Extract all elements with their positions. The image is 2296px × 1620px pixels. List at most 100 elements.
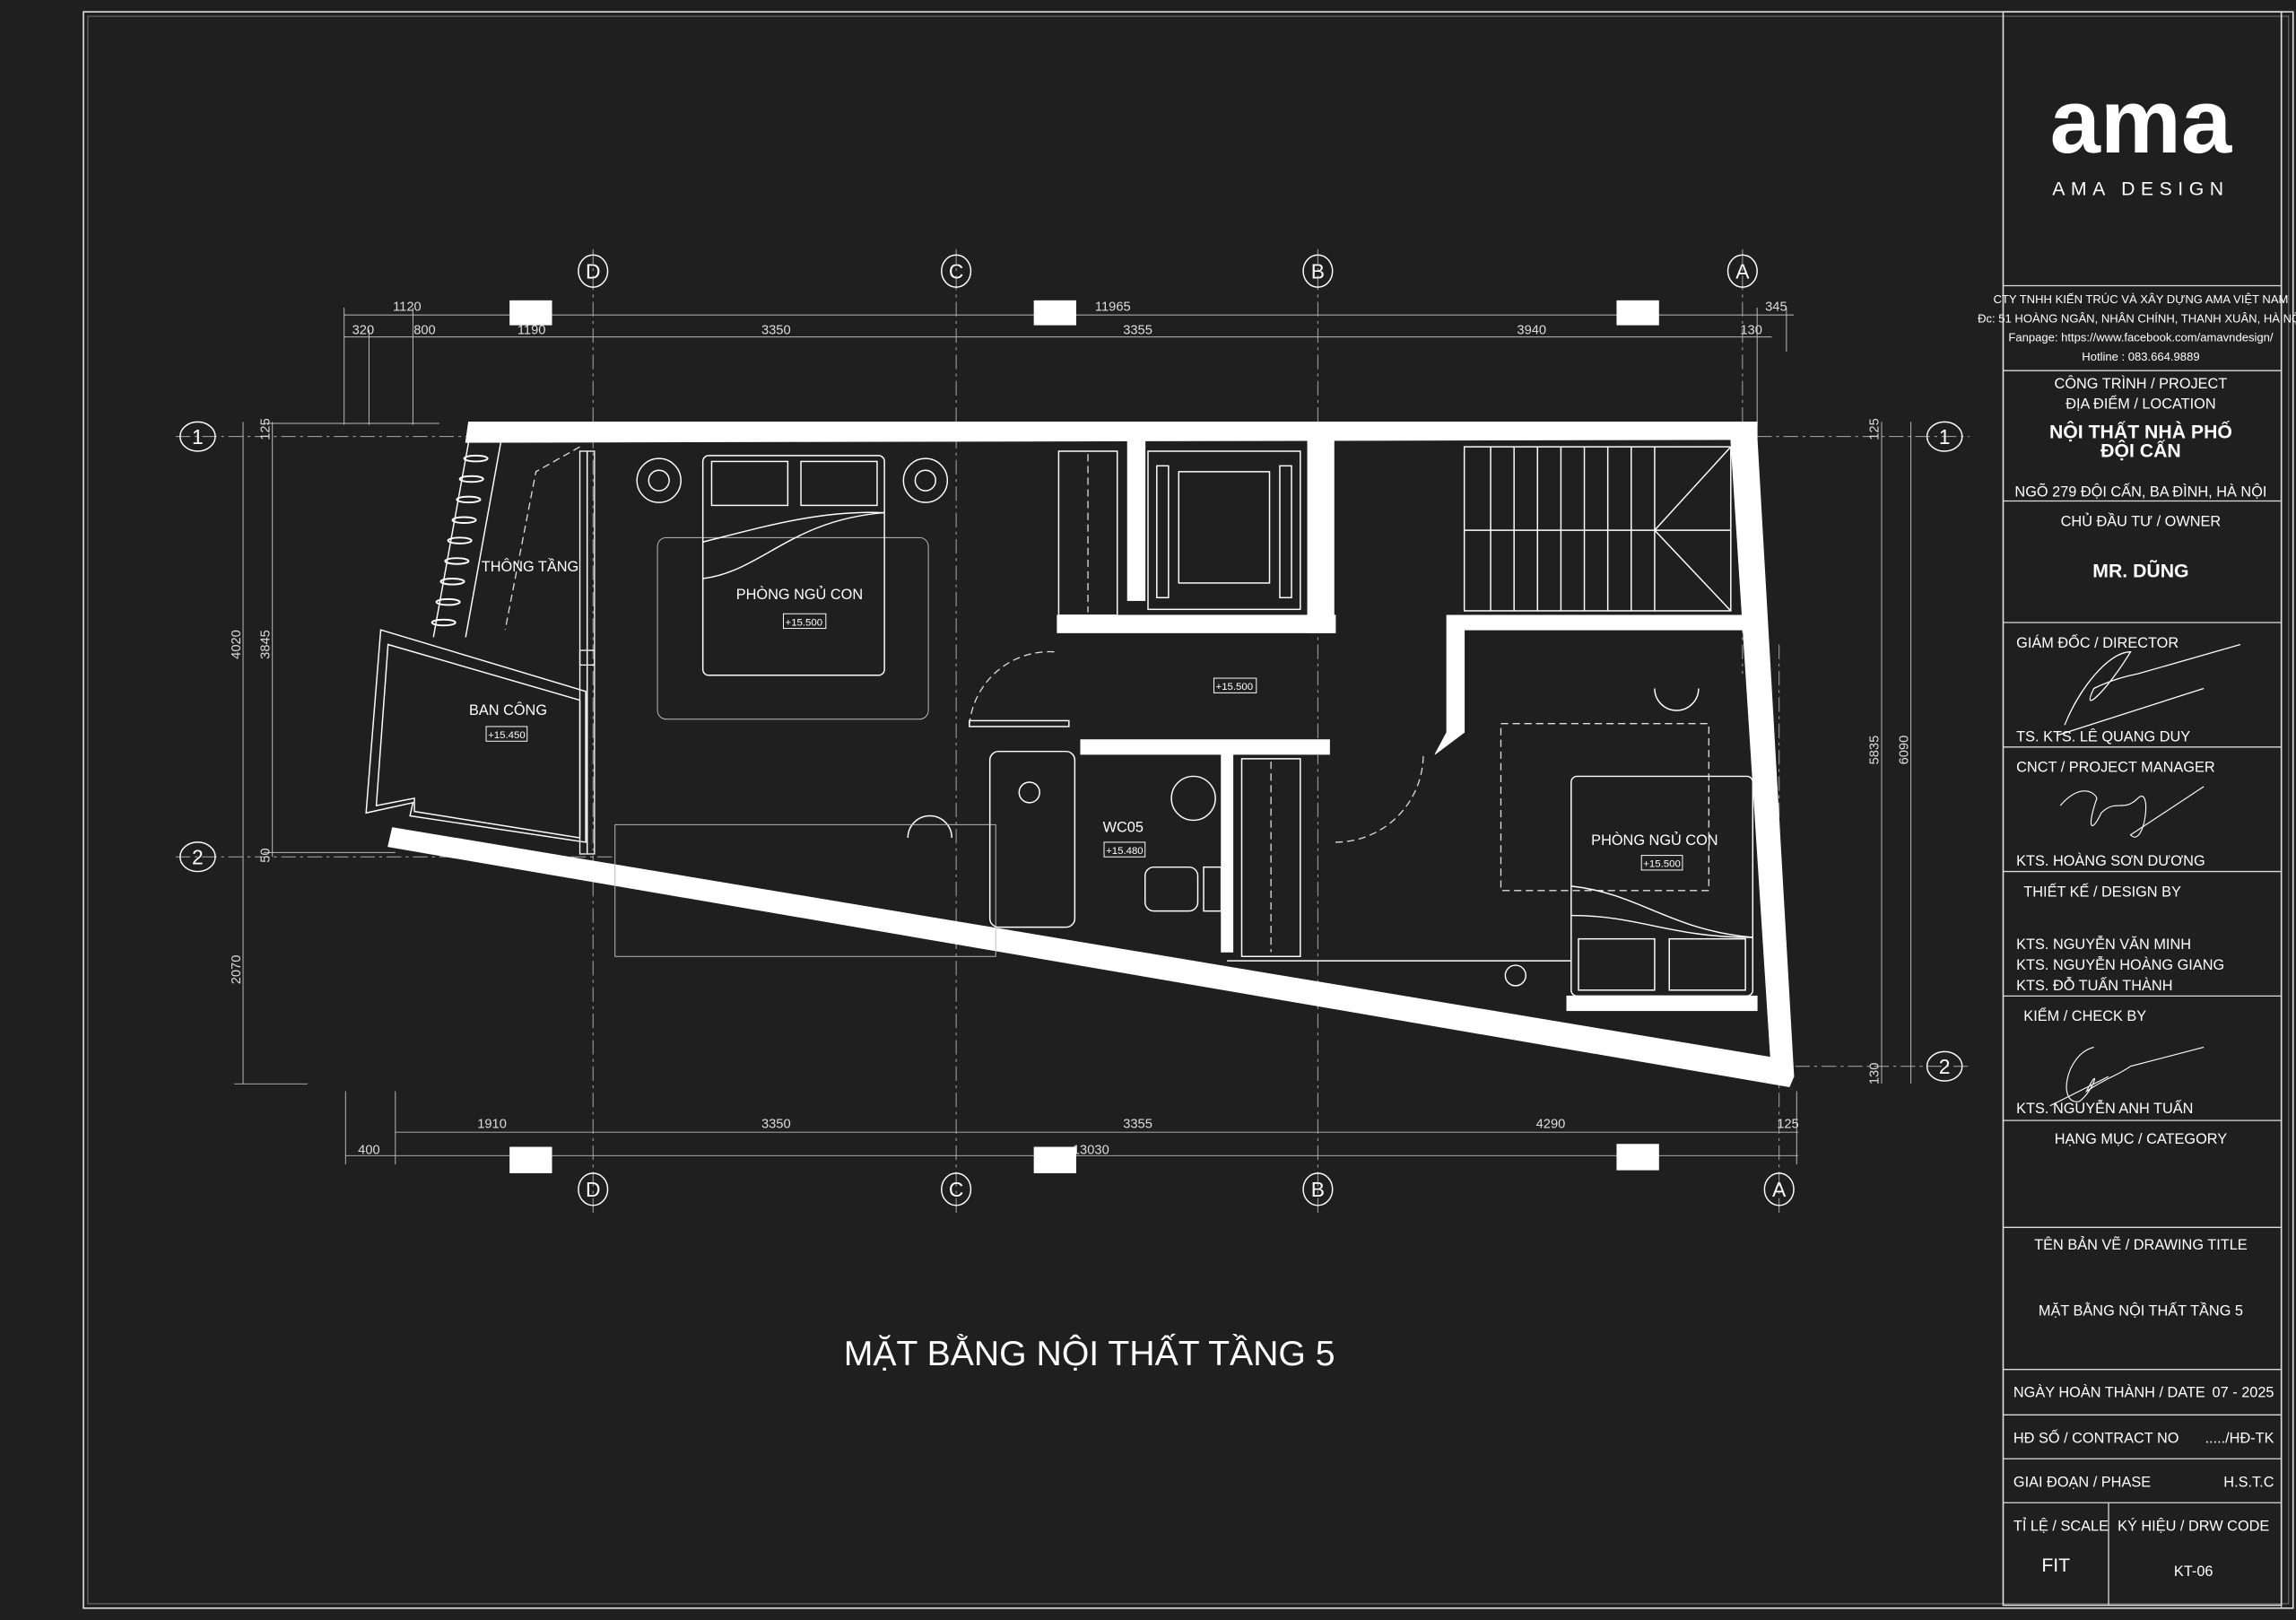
level-tag-bedroom-2: +15.500 <box>1640 855 1683 871</box>
svg-text:GIÁM ĐỐC / DIRECTOR: GIÁM ĐỐC / DIRECTOR <box>2016 633 2179 651</box>
room-label-bedroom-2: PHÒNG NGỦ CON <box>1591 832 1718 849</box>
sheet-border <box>83 11 2294 1609</box>
grid-bubble-top-B: B <box>1302 254 1334 288</box>
svg-text:KÝ HIỆU / DRW CODE: KÝ HIỆU / DRW CODE <box>2118 1517 2269 1534</box>
dimensions-top: 1120 11965 345 320 800 1190 3350 3355 39… <box>344 300 1794 425</box>
grid-bubble-top-A: A <box>1726 254 1758 288</box>
svg-text:13030: 13030 <box>1073 1144 1109 1158</box>
svg-text:TS. KTS. LÊ QUANG DUY: TS. KTS. LÊ QUANG DUY <box>2016 727 2190 745</box>
svg-text:Đc: 51 HOÀNG NGÂN, NHÂN CHÍNH,: Đc: 51 HOÀNG NGÂN, NHÂN CHÍNH, THANH XUÂ… <box>1978 311 2296 325</box>
svg-text:B: B <box>1311 1178 1325 1201</box>
svg-text:A: A <box>1735 259 1750 283</box>
svg-text:ĐỊA ĐIỂM / LOCATION: ĐỊA ĐIỂM / LOCATION <box>2066 396 2215 413</box>
svg-text:125: 125 <box>1777 1117 1799 1131</box>
wall-bottom-room-right <box>1566 995 1758 1012</box>
wall-wc-mid <box>1221 753 1234 953</box>
svg-text:1910: 1910 <box>477 1117 507 1131</box>
svg-text:NGÀY HOÀN THÀNH / DATE: NGÀY HOÀN THÀNH / DATE <box>2013 1384 2205 1401</box>
wall-right <box>1730 439 1795 1077</box>
svg-text:+15.500: +15.500 <box>1643 859 1681 870</box>
svg-text:A: A <box>1772 1178 1787 1201</box>
grid-bubble-bottom-A: A <box>1763 1172 1795 1206</box>
svg-text:4020: 4020 <box>230 630 244 659</box>
svg-text:D: D <box>586 1178 601 1201</box>
svg-text:HẠNG MỤC / CATEGORY: HẠNG MỤC / CATEGORY <box>2055 1131 2228 1147</box>
svg-text:C: C <box>949 1178 964 1201</box>
svg-text:...../HĐ-TK: ...../HĐ-TK <box>2205 1430 2274 1446</box>
svg-text:KT-06: KT-06 <box>2174 1563 2213 1580</box>
signature-pm <box>2059 786 2205 838</box>
svg-text:KTS. NGUYỄN ANH TUẤN: KTS. NGUYỄN ANH TUẤN <box>2016 1100 2193 1117</box>
svg-text:1: 1 <box>192 425 204 449</box>
floor-plan <box>365 421 1795 1088</box>
svg-text:1120: 1120 <box>393 300 422 314</box>
svg-text:KTS. ĐỖ TUẤN THÀNH: KTS. ĐỖ TUẤN THÀNH <box>2016 977 2172 994</box>
svg-text:4290: 4290 <box>1536 1117 1566 1131</box>
svg-text:+15.500: +15.500 <box>786 617 823 628</box>
svg-text:THIẾT KẾ / DESIGN BY: THIẾT KẾ / DESIGN BY <box>2023 883 2181 900</box>
svg-text:+15.450: +15.450 <box>488 730 526 741</box>
svg-text:CTY TNHH KIẾN TRÚC VÀ XÂY DỰNG: CTY TNHH KIẾN TRÚC VÀ XÂY DỰNG AMA VIỆT … <box>1993 292 2288 306</box>
svg-text:C: C <box>949 259 964 283</box>
svg-text:5835: 5835 <box>1868 736 1883 765</box>
svg-text:50: 50 <box>258 848 273 862</box>
svg-text:3350: 3350 <box>761 1117 791 1131</box>
svg-text:320: 320 <box>352 323 375 337</box>
svg-text:KTS. NGUYỄN HOÀNG GIANG: KTS. NGUYỄN HOÀNG GIANG <box>2016 956 2224 973</box>
svg-text:2070: 2070 <box>230 955 244 985</box>
grid-bubble-top-C: C <box>941 254 972 288</box>
wall-top <box>465 421 1758 443</box>
brand-name: AMA DESIGN <box>2052 179 2229 199</box>
grid-bubble-left-2: 2 <box>179 841 216 873</box>
svg-text:3355: 3355 <box>1123 1117 1152 1131</box>
grid-bubble-right-2: 2 <box>1926 1050 1963 1082</box>
svg-text:+15.480: +15.480 <box>1106 846 1144 857</box>
svg-text:130: 130 <box>1740 323 1762 337</box>
svg-text:11965: 11965 <box>1095 300 1131 314</box>
title-block: ama AMA DESIGN CTY TNHH KIẾN TRÚC VÀ XÂY… <box>1978 11 2296 1608</box>
svg-text:3350: 3350 <box>761 323 791 337</box>
wall-stair-bottom <box>1434 614 1758 755</box>
wall-wc-top <box>1080 739 1330 755</box>
stairs <box>1463 446 1732 612</box>
wall-elevator-left <box>1126 439 1146 601</box>
svg-text:07 - 2025: 07 - 2025 <box>2213 1385 2274 1401</box>
svg-text:800: 800 <box>413 323 436 337</box>
level-tag-bedroom-1: +15.500 <box>782 613 827 630</box>
svg-text:B: B <box>1311 259 1325 283</box>
svg-text:345: 345 <box>1765 300 1787 314</box>
svg-text:CHỦ ĐẦU TƯ / OWNER: CHỦ ĐẦU TƯ / OWNER <box>2061 512 2222 529</box>
svg-text:400: 400 <box>358 1144 380 1158</box>
grid-bubble-right-1: 1 <box>1926 421 1963 452</box>
logo: ama <box>2050 71 2232 172</box>
svg-text:+15.500: +15.500 <box>1216 682 1254 692</box>
signature-director <box>2057 643 2241 736</box>
svg-text:HĐ SỐ / CONTRACT NO: HĐ SỐ / CONTRACT NO <box>2013 1428 2179 1446</box>
svg-text:3940: 3940 <box>1517 323 1546 337</box>
svg-text:Hotline : 083.664.9889: Hotline : 083.664.9889 <box>2082 350 2199 363</box>
svg-text:130: 130 <box>1868 1063 1883 1085</box>
svg-text:3845: 3845 <box>258 630 273 659</box>
room-label-balcony: BAN CÔNG <box>469 701 547 719</box>
svg-text:2: 2 <box>192 845 204 868</box>
level-tag-corridor: +15.500 <box>1213 677 1257 693</box>
sheet-inner-border <box>87 15 2290 1605</box>
level-tag-balcony: +15.450 <box>485 726 528 742</box>
svg-text:KIỂM / CHECK BY: KIỂM / CHECK BY <box>2023 1007 2146 1024</box>
level-tag-wc05: +15.480 <box>1103 841 1146 858</box>
svg-text:1190: 1190 <box>517 323 546 337</box>
svg-text:2: 2 <box>1939 1055 1951 1078</box>
svg-text:TỈ LỆ / SCALE: TỈ LỆ / SCALE <box>2013 1517 2109 1534</box>
dimensions-right: 125 5835 130 6090 <box>1868 418 1912 1084</box>
svg-text:MẶT BẰNG NỘI THẤT TẦNG 5: MẶT BẰNG NỘI THẤT TẦNG 5 <box>2039 1302 2243 1319</box>
svg-text:Fanpage: https://www.facebook.: Fanpage: https://www.facebook.com/amavnd… <box>2008 331 2274 344</box>
grid-bubble-bottom-D: D <box>578 1172 609 1206</box>
svg-text:GIAI ĐOẠN / PHASE: GIAI ĐOẠN / PHASE <box>2013 1474 2151 1490</box>
room-label-bedroom-1: PHÒNG NGỦ CON <box>736 586 863 603</box>
dimensions-bottom: 1910 3350 3355 4290 125 400 13030 <box>344 1091 1799 1173</box>
grid-bubble-bottom-C: C <box>941 1172 972 1206</box>
signature-checker <box>2049 1046 2205 1107</box>
svg-text:125: 125 <box>258 418 273 440</box>
svg-text:6090: 6090 <box>1897 736 1911 765</box>
svg-text:KTS. NGUYỄN VĂN MINH: KTS. NGUYỄN VĂN MINH <box>2016 936 2191 953</box>
